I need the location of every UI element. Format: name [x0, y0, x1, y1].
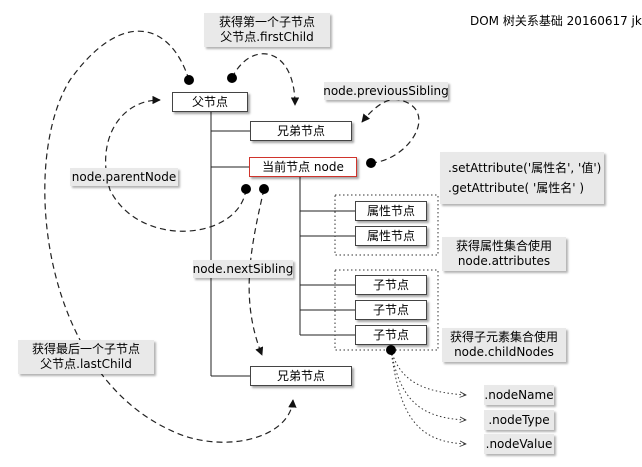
first-child-note-line2: 父节点.firstChild — [220, 30, 314, 44]
dot-current-left — [241, 184, 251, 194]
last-child-note-line1: 获得最后一个子节点 — [31, 342, 140, 356]
tree-lines — [210, 112, 355, 377]
origin-dots — [184, 73, 396, 355]
dot-parent-left — [184, 75, 194, 85]
child-nodes-note: 获得子元素集合使用 node.childNodes — [442, 328, 566, 362]
current-node-box: 当前节点 node — [249, 157, 357, 177]
first-child-arrow — [231, 53, 300, 106]
next-sibling-node-box: 兄弟节点 — [250, 366, 352, 386]
node-value-arrow — [390, 349, 466, 444]
node-value-box: .nodeValue — [484, 434, 554, 454]
next-sibling-note: node.nextSibling — [193, 260, 293, 278]
parent-node-box: 父节点 — [172, 92, 248, 112]
previous-sibling-note: node.previousSibling — [323, 82, 449, 100]
dot-current-bottom — [259, 184, 269, 194]
page-title: DOM 树关系基础 20160617 jk — [470, 14, 642, 28]
attributes-collection-line1: 获得属性集合使用 — [455, 239, 552, 253]
attribute-methods-note: .setAttribute('属性名', '值') .getAttribute(… — [440, 152, 604, 204]
dot-parent-right — [227, 73, 237, 83]
attributes-collection-note: 获得属性集合使用 node.attributes — [442, 237, 566, 271]
previous-sibling-node-box: 兄弟节点 — [250, 121, 352, 141]
parent-node-arrow — [105, 95, 247, 232]
child-nodes-line1: 获得子元素集合使用 — [449, 330, 558, 344]
previous-sibling-arrow — [361, 98, 420, 164]
last-child-note-line2: 父节点.lastChild — [40, 357, 132, 371]
first-child-note-line1: 获得第一个子节点 — [218, 15, 315, 29]
child-nodes-line2: node.childNodes — [454, 345, 554, 359]
get-attribute-text: .getAttribute( '属性名' ) — [448, 181, 585, 195]
dot-current-right — [366, 158, 376, 168]
next-sibling-arrow — [248, 188, 265, 356]
attributes-group-box — [334, 194, 439, 256]
last-child-arrow — [44, 30, 297, 443]
attribute-node-box-2: 属性节点 — [355, 226, 427, 246]
last-child-note: 获得最后一个子节点 父节点.lastChild — [18, 340, 154, 374]
attributes-collection-line2: node.attributes — [457, 254, 551, 268]
child-node-box-1: 子节点 — [355, 275, 427, 295]
child-node-box-2: 子节点 — [355, 300, 427, 320]
parent-node-note: node.parentNode — [70, 168, 178, 186]
node-name-box: .nodeName — [484, 385, 554, 405]
attribute-node-box-1: 属性节点 — [355, 201, 427, 221]
node-type-box: .nodeType — [484, 410, 554, 430]
first-child-note: 获得第一个子节点 父节点.firstChild — [204, 13, 330, 47]
set-attribute-text: .setAttribute('属性名', '值') — [448, 161, 602, 175]
child-node-box-3: 子节点 — [355, 325, 427, 345]
dot-child3 — [386, 345, 396, 355]
node-name-arrow — [390, 349, 466, 395]
